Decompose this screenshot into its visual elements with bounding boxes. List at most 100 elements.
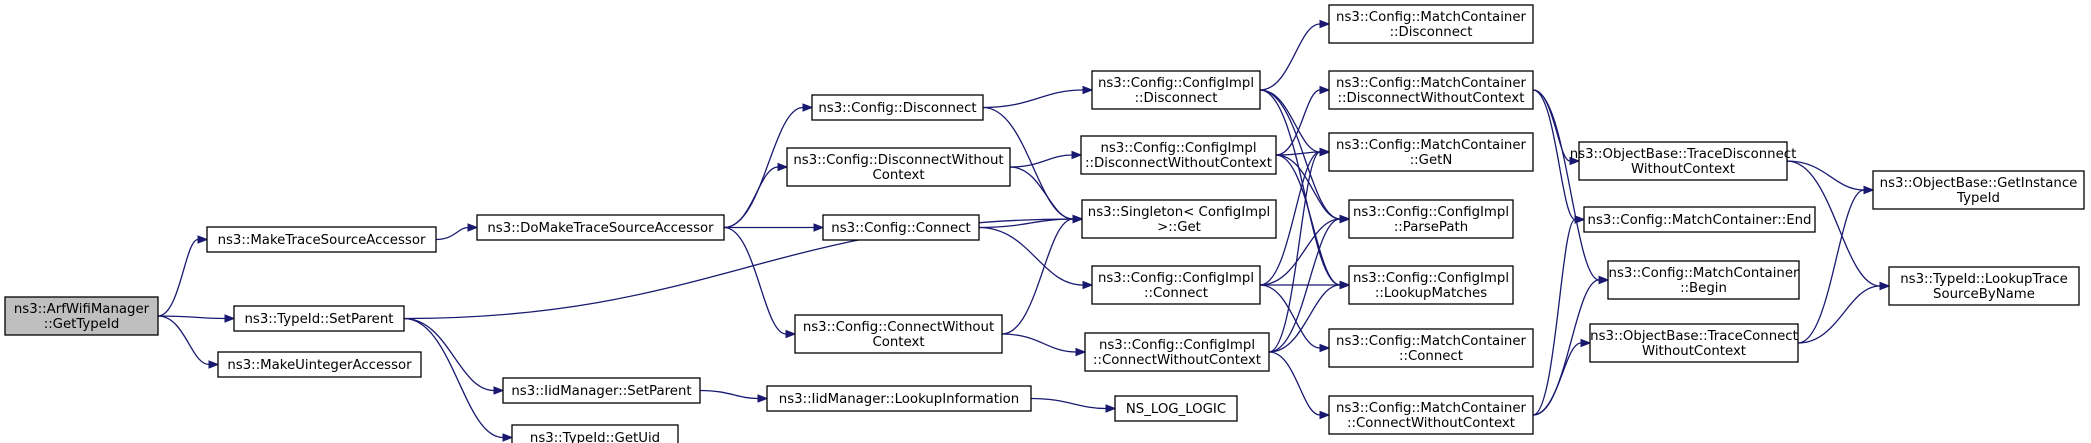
graph-node-label: ::GetN xyxy=(1410,153,1453,168)
graph-node-mcBegin[interactable]: ns3::Config::MatchContainer::Begin xyxy=(1607,260,1800,300)
graph-edge-cfgDisconnect-to-implDisconnect xyxy=(982,85,1094,109)
graph-edge-mcConnectWithout-to-mcEnd xyxy=(1532,215,1586,416)
graph-edge-getTypeId-to-setParent xyxy=(157,314,236,323)
graph-node-iidSetParent[interactable]: ns3::IidManager::SetParent xyxy=(502,377,701,404)
graph-edge-line xyxy=(1797,189,1865,344)
graph-node-singletonGet[interactable]: ns3::Singleton< ConfigImpl >::Get xyxy=(1081,199,1277,239)
graph-edge-line xyxy=(1268,284,1341,353)
graph-node-obTraceConnectWithout[interactable]: ns3::ObjectBase::TraceConnectWithoutCont… xyxy=(1589,323,1799,363)
graph-edge-line xyxy=(1009,166,1074,220)
graph-edge-line xyxy=(978,226,1084,286)
graph-edge-line xyxy=(1259,23,1321,91)
graph-node-nsLogLogic[interactable]: NS_LOG_LOGIC xyxy=(1114,395,1238,422)
graph-node-cfgDisconnect[interactable]: ns3::Config::Disconnect xyxy=(811,94,984,121)
graph-node-box xyxy=(1091,70,1261,110)
graph-edge-arrowhead xyxy=(1071,150,1083,160)
graph-edge-mcDisconnectWithout-to-mcBegin xyxy=(1532,89,1610,285)
graph-node-label: ns3::IidManager::LookupInformation xyxy=(779,392,1019,407)
graph-edge-line xyxy=(1268,218,1341,353)
graph-edge-arrowhead xyxy=(1339,214,1351,224)
graph-edge-arrowhead xyxy=(502,433,514,442)
graph-edge-line xyxy=(1532,89,1600,281)
graph-node-box xyxy=(1084,332,1270,372)
graph-node-box xyxy=(206,226,437,253)
graph-node-label: ::Begin xyxy=(1680,281,1727,296)
graph-node-mcConnect[interactable]: ns3::Config::MatchContainer::Connect xyxy=(1328,328,1534,368)
graph-node-label: ::LookupMatches xyxy=(1375,286,1487,301)
graph-edge-line xyxy=(1786,160,1881,287)
graph-edge-getTypeId-to-makeUintegerAccessor xyxy=(157,315,220,369)
graph-edge-implDisconnectWithout-to-mcDisconnectWithout xyxy=(1275,85,1331,156)
graph-node-box xyxy=(794,314,1003,354)
graph-edge-arrowhead xyxy=(1339,280,1351,290)
graph-edge-line xyxy=(1797,285,1881,344)
graph-node-makeUintegerAccessor[interactable]: ns3::MakeUintegerAccessor xyxy=(217,351,422,378)
graph-node-getUid[interactable]: ns3::TypeId::GetUid xyxy=(511,424,679,443)
graph-node-mcDisconnect[interactable]: ns3::Config::MatchContainer::Disconnect xyxy=(1328,4,1534,44)
graph-node-label: ns3::TypeId::GetUid xyxy=(530,431,660,443)
graph-node-implParsePath[interactable]: ns3::Config::ConfigImpl::ParsePath xyxy=(1348,199,1514,239)
graph-node-box xyxy=(1589,323,1799,363)
graph-node-implLookupMatches[interactable]: ns3::Config::ConfigImpl::LookupMatches xyxy=(1348,265,1514,305)
graph-edge-doMakeTraceSourceAccessor-to-cfgConnectWithout xyxy=(723,226,797,339)
graph-edge-cfgDisconnectWithout-to-singletonGet xyxy=(1009,166,1084,224)
graph-node-mcEnd[interactable]: ns3::Config::MatchContainer::End xyxy=(1583,206,1816,233)
graph-node-setParent[interactable]: ns3::TypeId::SetParent xyxy=(233,305,405,332)
graph-node-label: ::ConnectWithoutContext xyxy=(1093,353,1261,368)
graph-node-implDisconnectWithout[interactable]: ns3::Config::ConfigImpl::DisconnectWitho… xyxy=(1080,135,1277,175)
graph-node-cfgDisconnectWithout[interactable]: ns3::Config::DisconnectWithoutContext xyxy=(786,147,1011,187)
graph-edge-line xyxy=(1030,397,1107,410)
graph-edge-arrowhead xyxy=(813,223,825,232)
graph-node-label: ns3::Config::MatchContainer xyxy=(1336,401,1526,416)
graph-node-box xyxy=(1091,265,1261,305)
graph-node-doMakeTraceSourceAccessor[interactable]: ns3::DoMakeTraceSourceAccessor xyxy=(476,214,725,241)
graph-node-cfgConnectWithout[interactable]: ns3::Config::ConnectWithoutContext xyxy=(794,314,1003,354)
graph-edge-iidSetParent-to-lookupInformation xyxy=(699,389,769,403)
graph-node-label: ns3::ObjectBase::TraceConnect xyxy=(1590,329,1798,344)
graph-edge-obTraceConnectWithout-to-obGetInstanceTypeId xyxy=(1797,185,1875,344)
graph-edge-line xyxy=(982,89,1084,109)
graph-edge-implConnectWithout-to-mcConnectWithout xyxy=(1268,351,1331,420)
graph-node-label: WithoutContext xyxy=(1642,344,1746,359)
graph-node-box xyxy=(502,377,701,404)
graph-edge-arrowhead xyxy=(785,329,797,339)
graph-node-mcDisconnectWithout[interactable]: ns3::Config::MatchContainer::DisconnectW… xyxy=(1328,70,1534,110)
graph-edge-cfgConnectWithout-to-singletonGet xyxy=(1001,214,1084,335)
graph-node-label: ns3::Config::MatchContainer xyxy=(1336,334,1526,349)
graph-node-mcGetN[interactable]: ns3::Config::MatchContainer::GetN xyxy=(1328,132,1534,172)
graph-node-implConnect[interactable]: ns3::Config::ConfigImpl::Connect xyxy=(1091,265,1261,305)
graph-node-label: ::DisconnectWithoutContext xyxy=(1085,156,1272,171)
graph-node-obTraceDisconnectWithout[interactable]: ns3::ObjectBase::TraceDisconnectWithoutC… xyxy=(1570,141,1797,181)
graph-edge-line xyxy=(403,317,495,392)
graph-node-box xyxy=(1328,70,1534,110)
graph-node-box xyxy=(1328,395,1534,435)
graph-edge-implConnect-to-mcConnect xyxy=(1259,284,1331,353)
graph-node-lookupInformation[interactable]: ns3::IidManager::LookupInformation xyxy=(766,385,1032,412)
graph-edge-line xyxy=(1259,284,1321,349)
graph-node-makeTraceSourceAccessor[interactable]: ns3::MakeTraceSourceAccessor xyxy=(206,226,437,253)
graph-node-mcConnectWithout[interactable]: ns3::Config::MatchContainer::ConnectWith… xyxy=(1328,395,1534,435)
graph-node-box xyxy=(1872,170,2085,210)
graph-edge-arrowhead xyxy=(1319,85,1331,95)
graph-edge-arrowhead xyxy=(493,386,505,395)
graph-node-label: ns3::TypeId::SetParent xyxy=(244,312,393,327)
graph-node-box xyxy=(217,351,422,378)
graph-node-cfgConnect[interactable]: ns3::Config::Connect xyxy=(822,214,980,241)
graph-edge-line xyxy=(1275,151,1321,156)
graph-edge-line xyxy=(723,226,787,335)
graph-edge-implConnectWithout-to-implParsePath xyxy=(1268,214,1351,353)
graph-node-implConnectWithout[interactable]: ns3::Config::ConfigImpl::ConnectWithoutC… xyxy=(1084,332,1270,372)
graph-edge-arrowhead xyxy=(1574,215,1586,224)
graph-node-implDisconnect[interactable]: ns3::Config::ConfigImpl::Disconnect xyxy=(1091,70,1261,110)
graph-edge-doMakeTraceSourceAccessor-to-cfgDisconnectWithout xyxy=(723,162,789,229)
graph-node-box xyxy=(1578,141,1788,181)
graph-node-box xyxy=(4,296,159,336)
call-graph-nodes: ns3::ArfWifiManager::GetTypeIdns3::MakeT… xyxy=(4,4,2085,443)
graph-node-label: ns3::Config::ConfigImpl xyxy=(1353,205,1509,220)
graph-edge-line xyxy=(157,315,210,366)
graph-node-box xyxy=(1328,132,1534,172)
graph-edge-arrowhead xyxy=(757,394,769,403)
